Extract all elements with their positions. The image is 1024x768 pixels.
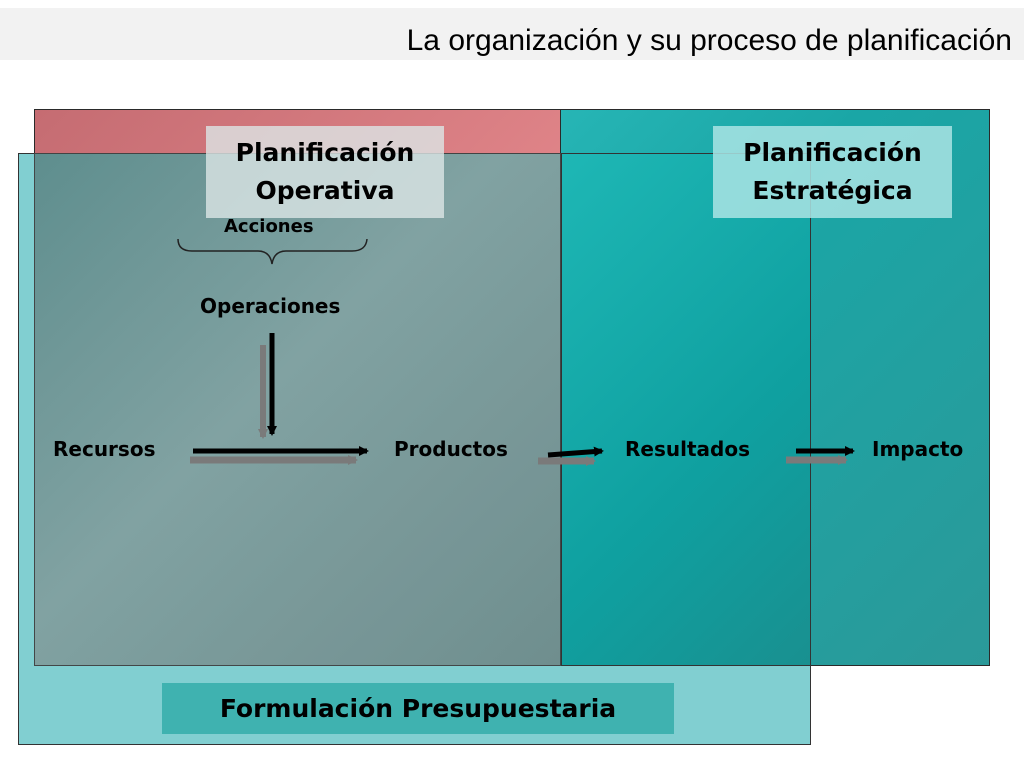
node-acciones: Acciones <box>224 216 314 237</box>
operative-planning-label-line1: Planificación <box>235 138 415 167</box>
node-productos: Productos <box>394 437 508 461</box>
operative-planning-label: Planificación Operativa <box>206 126 444 218</box>
strategic-planning-label: Planificación Estratégica <box>713 126 952 218</box>
strategic-planning-label-line1: Planificación <box>743 138 922 167</box>
node-impacto: Impacto <box>872 437 964 461</box>
strategic-planning-label-line2: Estratégica <box>752 176 913 205</box>
operative-budget-overlap-region <box>34 153 561 666</box>
node-recursos: Recursos <box>53 437 156 461</box>
operative-planning-label-line2: Operativa <box>255 176 395 205</box>
node-resultados: Resultados <box>625 437 750 461</box>
node-operaciones: Operaciones <box>200 294 341 318</box>
slide-title: La organización y su proceso de planific… <box>406 24 1012 57</box>
budget-formulation-label: Formulación Presupuestaria <box>162 683 674 734</box>
title-bar: La organización y su proceso de planific… <box>0 8 1024 60</box>
budget-formulation-label-text: Formulación Presupuestaria <box>219 693 617 723</box>
strategic-budget-overlap-region <box>561 153 811 666</box>
